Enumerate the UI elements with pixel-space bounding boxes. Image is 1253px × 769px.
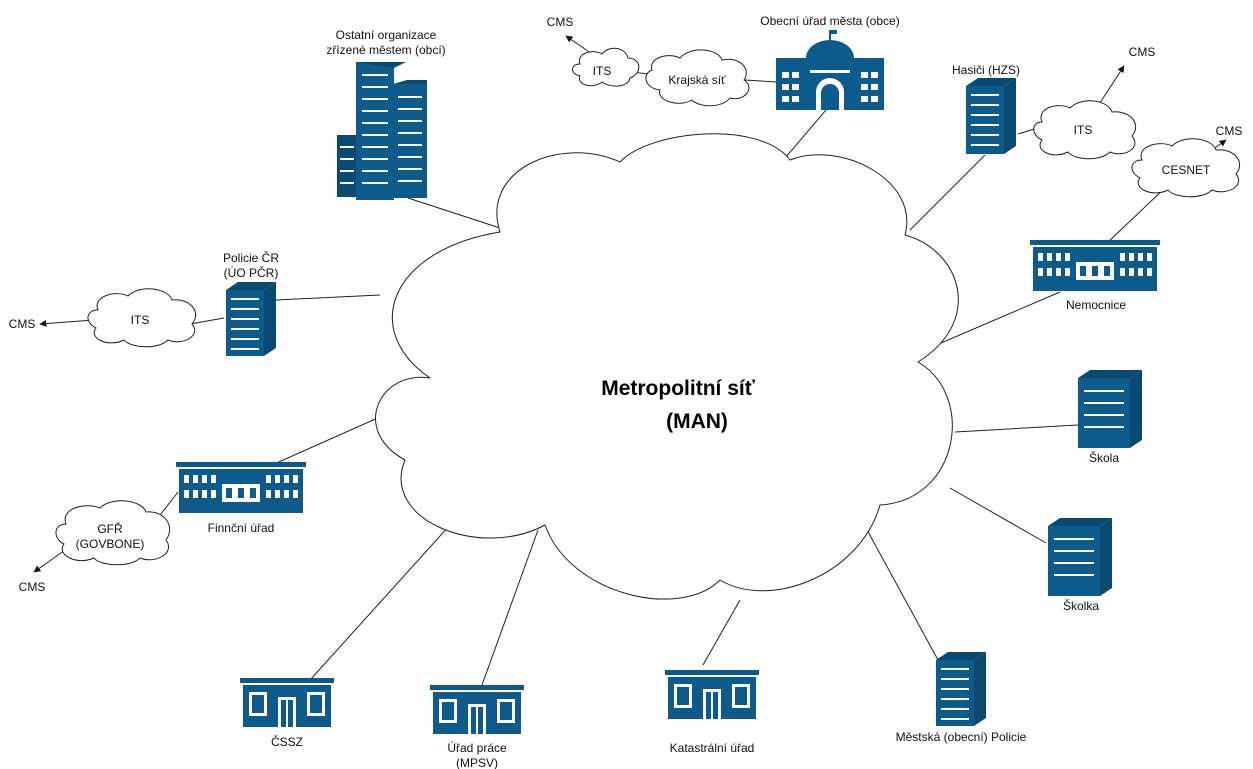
financni-urad-label: Finnční úřad [208, 521, 275, 535]
node-obecni-urad[interactable]: Obecní úřad města (obce) [760, 14, 900, 110]
edge-skolka-man [949, 487, 1047, 544]
edge-policie-its [189, 317, 225, 325]
node-urad-prace[interactable]: Úřad práce (MPSV) [430, 685, 524, 769]
city-hall-icon [776, 30, 884, 110]
man-cloud: Metropolitní síť (MAN) [375, 133, 959, 600]
edge-katastr-man [702, 599, 741, 666]
cloud-cesnet: CESNET [1131, 138, 1241, 198]
edge-skola-man [954, 424, 1079, 433]
its-hasici-label: ITS [1074, 123, 1093, 137]
edge-obecni-krajska [744, 79, 777, 83]
office-building-icon [226, 282, 276, 356]
krajska-sit-label: Krajská síť [668, 73, 726, 87]
mestska-policie-label: Městská (obecní) Policie [896, 730, 1027, 744]
cloud-its-hasici: ITS [1033, 100, 1137, 160]
small-office-icon [665, 670, 759, 719]
ostatni-label-line2: zřízené městem (obcí) [326, 43, 445, 57]
office-building-icon [966, 78, 1016, 154]
small-office-icon [240, 678, 334, 727]
node-skola[interactable]: Škola [1078, 370, 1142, 465]
obecni-urad-label: Obecní úřad města (obce) [760, 14, 899, 28]
skolka-label: Školka [1063, 598, 1099, 613]
its-policie-label: ITS [131, 313, 150, 327]
gfr-label-line1: GFŘ [97, 521, 123, 536]
node-financni-urad[interactable]: Finnční úřad [176, 462, 306, 535]
cms-policie-label: CMS [9, 317, 36, 331]
cms-cesnet-label: CMS [1216, 124, 1243, 138]
small-office-icon [430, 685, 524, 734]
node-hasici[interactable]: Hasiči (HZS) [952, 63, 1020, 154]
policie-label-line2: (ÚO PČR) [224, 265, 279, 280]
edge-urad-prace-man [481, 529, 539, 686]
policie-label-line1: Policie ČR [223, 250, 279, 265]
office-building-icon [1078, 370, 1142, 448]
node-nemocnice[interactable]: Nemocnice [1030, 240, 1160, 312]
edge-nemocnice-cesnet [1107, 187, 1166, 243]
hospital-building-icon [1030, 240, 1160, 291]
cloud-krajska-sit: Krajská síť [645, 49, 750, 107]
ostatni-label-line1: Ostatní organizace [336, 28, 437, 42]
cloud-gfr: GFŘ (GOVBONE) [55, 500, 171, 566]
edge-mestska-man [865, 527, 939, 661]
government-building-icon [176, 462, 306, 513]
urad-prace-label-line1: Úřad práce [447, 740, 507, 755]
node-skolka[interactable]: Školka [1048, 518, 1112, 613]
katastralni-label: Katastrální úřad [670, 741, 755, 755]
cloud-its-top: ITS [572, 47, 640, 87]
hasici-label: Hasiči (HZS) [952, 63, 1020, 77]
node-mestska-policie[interactable]: Městská (obecní) Policie [896, 652, 1027, 744]
node-ostatni-organizace[interactable]: Ostatní organizace zřízené městem (obcí) [326, 28, 446, 200]
gfr-label-line2: (GOVBONE) [76, 537, 145, 551]
node-katastralni-urad[interactable]: Katastrální úřad [665, 670, 759, 755]
cms-top-label: CMS [547, 15, 574, 29]
edge-its-cms-policie [39, 319, 95, 328]
edge-cssz-man [309, 524, 451, 681]
node-policie[interactable]: Policie ČR (ÚO PČR) [223, 250, 279, 356]
cms-hasici-label: CMS [1129, 45, 1156, 59]
edge-policie-man [275, 294, 381, 301]
office-tower-cluster-icon [337, 62, 427, 200]
cesnet-label: CESNET [1162, 163, 1211, 177]
edge-hasici-man [909, 154, 986, 231]
edge-ostatni-man [407, 197, 501, 229]
urad-prace-label-line2: (MPSV) [456, 756, 498, 769]
office-building-icon [936, 652, 986, 726]
man-label-line1: Metropolitní síť [601, 377, 755, 400]
its-top-label: ITS [593, 64, 612, 78]
skola-label: Škola [1089, 450, 1119, 465]
cms-gfr-label: CMS [19, 580, 46, 594]
office-building-icon [1048, 518, 1112, 596]
man-label-line2: (MAN) [666, 410, 728, 433]
edge-gfr-cms [33, 547, 69, 573]
cloud-its-policie: ITS [87, 288, 197, 348]
cssz-label: ČSSZ [271, 734, 303, 749]
nemocnice-label: Nemocnice [1066, 298, 1126, 312]
node-cssz[interactable]: ČSSZ [240, 678, 334, 749]
